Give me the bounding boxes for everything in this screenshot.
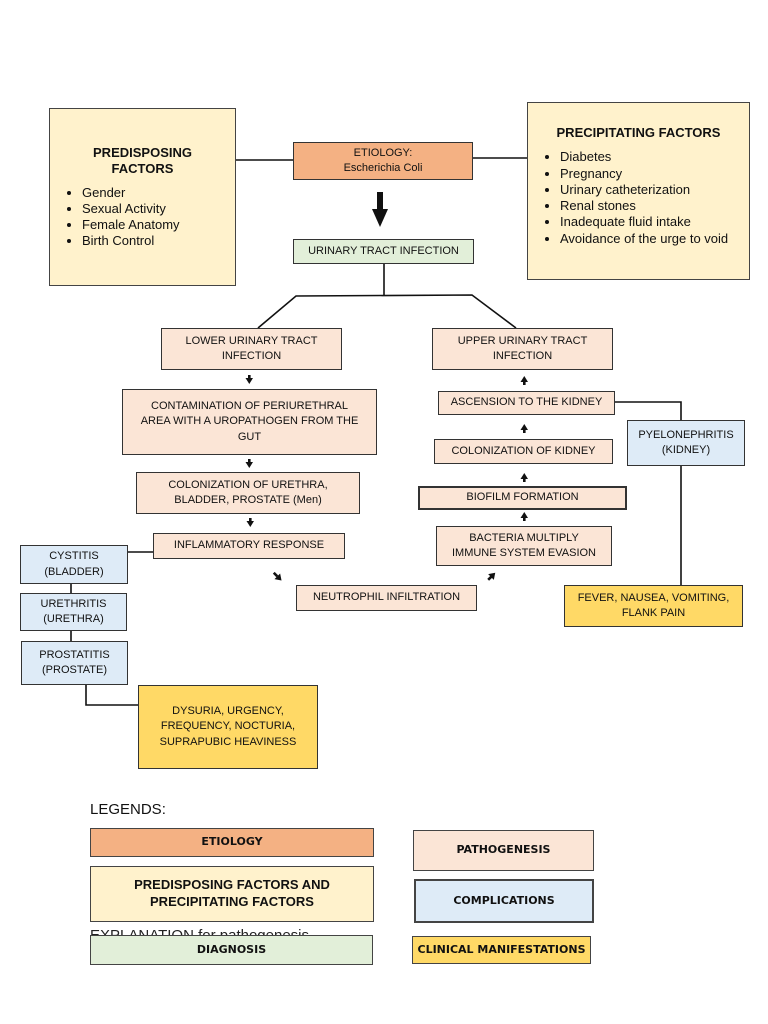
contamination-line1: CONTAMINATION OF PERIURETHRAL [151,399,348,412]
legend-complications-label: COMPLICATIONS [453,893,555,907]
arrow-down-3 [246,518,254,527]
prostatitis-line2: (PROSTATE) [42,664,107,676]
upper-manifestations-box: FEVER, NAUSEA, VOMITING, FLANK PAIN [564,585,743,627]
arrow-up-1 [520,376,528,385]
neutrophil-infiltration-label: NEUTROPHIL INFILTRATION [312,591,461,604]
legend-clinical-label: CLINICAL MANIFESTATIONS [417,942,586,956]
arrow-up-2 [520,424,528,433]
contamination-line3: GUT [237,430,262,443]
lower-uti-line2: INFECTION [221,350,282,362]
lower-manifestations-line2: FREQUENCY, NOCTURIA, [160,720,296,733]
ascension-pyelonephritis-connector [615,401,682,420]
upper-manifestations-line2: FLANK PAIN [621,607,686,619]
biofilm-label: BIOFILM FORMATION [466,491,579,504]
etiology-box: ETIOLOGY: Escherichia Coli [293,142,473,180]
lower-uti-line1: LOWER URINARY TRACT [185,334,318,347]
legend-factors-line2: PRECIPITATING FACTORS [150,894,314,909]
legend-title: LEGENDS: [90,801,166,818]
colonization-kidney-box: COLONIZATION OF KIDNEY [434,439,613,464]
inflammatory-response-box: INFLAMMATORY RESPONSE [153,533,345,559]
upper-manifestations-line1: FEVER, NAUSEA, VOMITING, [577,591,730,604]
biofilm-box: BIOFILM FORMATION [418,486,627,510]
lower-manifestations-line3: SUPRAPUBIC HEAVINESS [159,735,297,748]
ascension-box: ASCENSION TO THE KIDNEY [438,391,615,415]
legend-explanation-text: EXPLANATION for pathogenesis [90,927,309,936]
legend-factors: PREDISPOSING FACTORS AND PRECIPITATING F… [90,866,374,922]
arrow-diag-left [272,571,282,581]
urethritis-box: URETHRITIS (URETHRA) [20,593,127,631]
prostatitis-box: PROSTATITIS (PROSTATE) [21,641,128,685]
etiology-organism: Escherichia Coli [343,162,423,174]
predisposing-title: PREDISPOSING FACTORS [60,145,225,178]
predisposing-item: Sexual Activity [82,201,225,217]
colonization-urethra-box: COLONIZATION OF URETHRA, BLADDER, PROSTA… [136,472,360,514]
arrow-up-3 [520,473,528,482]
predisposing-title-line2: FACTORS [111,161,174,177]
urethritis-line1: URETHRITIS [40,597,107,610]
legend-complications: COMPLICATIONS [414,879,594,923]
pyelonephritis-line2: (KIDNEY) [661,444,711,456]
predisposing-item: Gender [82,185,225,201]
diagnosis-box: URINARY TRACT INFECTION [293,239,474,264]
contamination-box: CONTAMINATION OF PERIURETHRAL AREA WITH … [122,389,377,455]
diagnosis-branch [257,294,517,329]
arrow-down-1 [245,375,253,384]
colonization-kidney-label: COLONIZATION OF KIDNEY [451,444,596,457]
arrow-up-4 [520,512,528,521]
predisposing-item: Female Anatomy [82,217,225,233]
arrow-down-2 [245,459,253,468]
legend-factors-line1: PREDISPOSING FACTORS AND [134,877,330,893]
legend-pathogenesis: PATHOGENESIS [413,830,594,871]
lower-manifestations-box: DYSURIA, URGENCY, FREQUENCY, NOCTURIA, S… [138,685,318,769]
precipitating-item: Inadequate fluid intake [560,214,739,230]
pyelonephritis-line1: PYELONEPHRITIS [638,428,734,441]
main-down-arrow [372,192,388,227]
bacteria-multiply-box: BACTERIA MULTIPLY IMMUNE SYSTEM EVASION [436,526,612,566]
neutrophil-infiltration-box: NEUTROPHIL INFILTRATION [296,585,477,611]
lower-manifestations-line1: DYSURIA, URGENCY, [172,704,284,717]
pyelonephritis-box: PYELONEPHRITIS (KIDNEY) [627,420,745,466]
bacteria-multiply-line1: BACTERIA MULTIPLY [469,531,579,544]
legend-etiology-label: ETIOLOGY [201,835,263,849]
diagnosis-label: URINARY TRACT INFECTION [308,244,459,257]
lower-uti-box: LOWER URINARY TRACT INFECTION [161,328,342,370]
precipitating-list: Diabetes Pregnancy Urinary catheterizati… [538,149,739,247]
legend-diagnosis-label: DIAGNOSIS [196,942,267,956]
colonization-urethra-line2: BLADDER, PROSTATE (Men) [174,494,322,506]
predisposing-title-line1: PREDISPOSING [93,145,192,160]
cystitis-line1: CYSTITIS [49,550,99,563]
upper-uti-box: UPPER URINARY TRACT INFECTION [432,328,613,370]
small-arrows [245,375,528,581]
legend-etiology: ETIOLOGY [90,828,374,857]
contamination-line2: AREA WITH A UROPATHOGEN FROM THE [140,415,359,428]
predisposing-item: Birth Control [82,233,225,249]
upper-uti-line2: INFECTION [492,350,553,362]
upper-uti-line1: UPPER URINARY TRACT [457,334,588,347]
precipitating-item: Urinary catheterization [560,182,739,198]
arrow-diag-right [487,572,496,581]
predisposing-factors-box: PREDISPOSING FACTORS Gender Sexual Activ… [49,108,236,286]
predisposing-list: Gender Sexual Activity Female Anatomy Bi… [60,185,225,250]
prostatitis-line1: PROSTATITIS [39,648,110,661]
precipitating-title: PRECIPITATING FACTORS [556,125,721,140]
precipitating-item: Avoidance of the urge to void [560,231,739,247]
precipitating-item: Renal stones [560,198,739,214]
legend-clinical: CLINICAL MANIFESTATIONS [412,936,591,964]
urethritis-line2: (URETHRA) [43,613,104,625]
bacteria-multiply-line2: IMMUNE SYSTEM EVASION [451,547,597,559]
legend-pathogenesis-label: PATHOGENESIS [456,843,551,857]
inflammatory-response-label: INFLAMMATORY RESPONSE [173,539,325,552]
precipitating-factors-box: PRECIPITATING FACTORS Diabetes Pregnancy… [527,102,750,280]
colonization-urethra-line1: COLONIZATION OF URETHRA, [168,478,328,491]
ascension-label: ASCENSION TO THE KIDNEY [450,396,603,409]
prostatitis-manifestation-connector [85,685,138,706]
precipitating-item: Diabetes [560,149,739,165]
cystitis-box: CYSTITIS (BLADDER) [20,545,128,584]
precipitating-item: Pregnancy [560,166,739,182]
cystitis-line2: (BLADDER) [44,565,104,578]
etiology-label: ETIOLOGY: [353,146,413,159]
legend-diagnosis: DIAGNOSIS [90,935,373,965]
